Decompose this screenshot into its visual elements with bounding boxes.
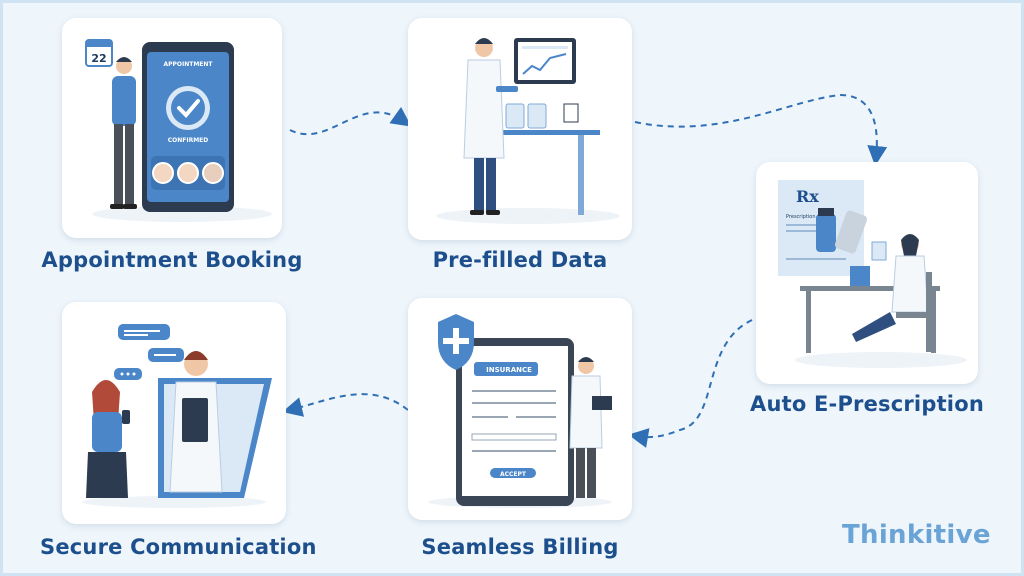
- appointment-booking-card: 22 APPOINTMENT CONFIRMED: [62, 18, 282, 238]
- brand-logo: Thinkitive: [842, 520, 991, 550]
- step-label-secure-communication: Secure Communication: [40, 535, 317, 559]
- step-label-auto-e-prescription: Auto E-Prescription: [750, 392, 984, 416]
- step-label-appointment-booking: Appointment Booking: [41, 248, 303, 272]
- pre-filled-data-card: [408, 18, 632, 240]
- calendar-day: 22: [91, 52, 106, 65]
- insurance-title: INSURANCE: [486, 366, 532, 374]
- secure-communication-illustration: [82, 324, 272, 508]
- phone-header: APPOINTMENT: [163, 61, 213, 68]
- seamless-billing-illustration: INSURANCE ACCEPT: [428, 314, 612, 508]
- secure-communication-card: [62, 302, 286, 524]
- phone-status: CONFIRMED: [168, 137, 209, 144]
- pre-filled-data-illustration: [436, 38, 620, 224]
- appointment-booking-illustration: 22 APPOINTMENT CONFIRMED: [85, 39, 272, 222]
- step-label-pre-filled-data: Pre-filled Data: [432, 248, 608, 272]
- auto-e-prescription-illustration: Rx Prescription: [778, 180, 967, 368]
- accept-button: ACCEPT: [500, 471, 527, 478]
- rx-doc-title: Prescription: [786, 214, 816, 220]
- step-label-seamless-billing: Seamless Billing: [421, 535, 619, 559]
- rx-symbol: Rx: [796, 187, 819, 206]
- auto-e-prescription-card: Rx Prescription: [756, 162, 978, 384]
- seamless-billing-card: INSURANCE ACCEPT: [408, 298, 632, 520]
